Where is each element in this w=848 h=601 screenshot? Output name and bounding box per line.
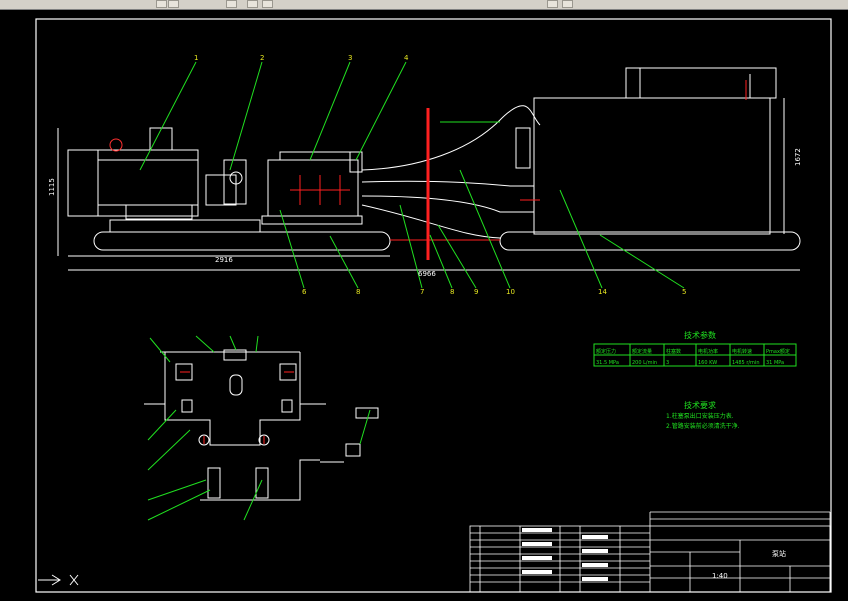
- tech-req-title: 技术要求: [684, 400, 716, 410]
- callout-7: 7: [420, 288, 424, 296]
- toolbar-icon[interactable]: [156, 0, 167, 8]
- tech-req-item: 2.管路安装前必须清洗干净.: [666, 422, 740, 430]
- toolbar-icon[interactable]: [226, 0, 237, 8]
- cad-toolbar: [0, 0, 848, 10]
- callout-labels: 1 2 3 4 6 8 7 8 9 10 14 5: [194, 54, 686, 296]
- param-header: 柱塞数: [666, 348, 681, 355]
- param-value: 200 L/min: [632, 360, 657, 366]
- callout-8b: 8: [450, 288, 454, 296]
- schematic-red-marks: [180, 371, 294, 444]
- red-detail-marks: [290, 80, 747, 260]
- dimension-labels: 1115 2916 6966 1672: [48, 148, 802, 278]
- tech-params-title: 技术参数: [684, 330, 716, 340]
- callout-1: 1: [194, 54, 198, 62]
- dim-tank-height: 1672: [794, 148, 802, 166]
- callout-10: 10: [506, 288, 515, 296]
- callout-2: 2: [260, 54, 264, 62]
- toolbar-icon[interactable]: [547, 0, 558, 8]
- toolbar-icon[interactable]: [168, 0, 179, 8]
- param-header: Pmax额定: [766, 348, 790, 355]
- param-value: 31.5 MPa: [596, 360, 619, 366]
- param-header: 电机功率: [698, 348, 718, 355]
- param-header: 额定压力: [596, 348, 616, 355]
- callout-leaders: [139, 61, 685, 289]
- toolbar-icon[interactable]: [562, 0, 573, 8]
- toolbar-icon[interactable]: [247, 0, 258, 8]
- param-value: 1485 r/min: [732, 360, 759, 366]
- callout-5: 5: [682, 288, 686, 296]
- callout-8a: 8: [356, 288, 360, 296]
- pump-station-assembly: [57, 67, 801, 271]
- callout-6: 6: [302, 288, 307, 296]
- callout-14: 14: [598, 288, 607, 296]
- title-block-text: 1:40 泵站: [522, 528, 786, 581]
- title-block: [469, 511, 831, 593]
- param-header: 电机转速: [732, 348, 752, 355]
- hydraulic-schematic: [144, 349, 379, 501]
- dim-motor-height: 1115: [48, 178, 56, 196]
- param-value: 3: [666, 360, 669, 366]
- param-value: 160 KW: [698, 360, 717, 366]
- param-header: 额定流量: [632, 348, 652, 355]
- callout-9: 9: [474, 288, 478, 296]
- tech-requirements: 技术要求 1.柱塞泵出口安装压力表. 2.管路安装前必须清洗干净.: [666, 400, 740, 430]
- callout-4: 4: [404, 54, 409, 62]
- drawing-border: [35, 18, 832, 593]
- dim-base-length: 2916: [215, 256, 233, 264]
- drawing-scale: 1:40: [712, 572, 728, 580]
- callout-3: 3: [348, 54, 352, 62]
- param-value: 31 MPa: [766, 360, 784, 366]
- toolbar-icon[interactable]: [262, 0, 273, 8]
- tech-params-table: 技术参数 额定压力 额定流量 柱塞数 电机功率 电机转速 Pmax额定 31.5…: [593, 330, 797, 367]
- schematic-leaders: [147, 335, 371, 521]
- tech-req-item: 1.柱塞泵出口安装压力表.: [666, 412, 734, 420]
- ucs-axis-icon: [36, 574, 100, 593]
- dim-overall-length: 6966: [418, 270, 436, 278]
- drawing-title: 泵站: [772, 549, 786, 558]
